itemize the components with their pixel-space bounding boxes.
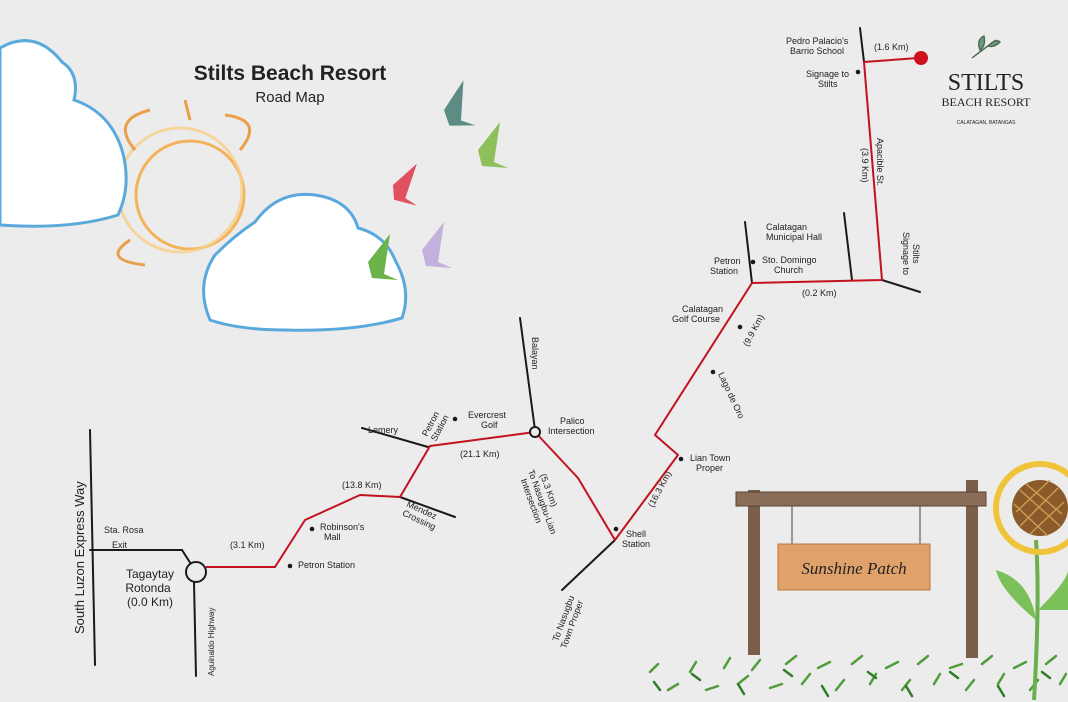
leaf-logo-icon — [971, 34, 1001, 59]
grass-icon — [648, 654, 1068, 698]
route-line — [206, 57, 919, 568]
logo-line1: STILTS — [948, 70, 1024, 96]
bird-icon — [441, 79, 476, 128]
label-signage-2: Signage toStilts — [901, 232, 921, 275]
logo-line3: CALATAGAN, BATANGAS — [957, 120, 1016, 126]
label-lago: Lago de Oro — [716, 371, 746, 421]
map-title: Stilts Beach Resort — [194, 62, 387, 85]
label-petron-2: PetronStation — [420, 408, 451, 442]
landmark-dots — [287, 69, 861, 569]
cloud-icon — [0, 39, 128, 228]
roads — [89, 27, 921, 677]
intersection-marker — [529, 426, 541, 438]
label-balayan: Balayan — [530, 337, 540, 370]
label-mendez: MendezCrossing — [401, 499, 442, 532]
sunflower-icon — [993, 461, 1068, 701]
label-13-8km: (13.8 Km) — [342, 480, 382, 490]
sign-text: Sunshine Patch — [801, 559, 906, 578]
label-5-3km: (5.3 Km)To Nasugbu-LianIntersection — [517, 465, 568, 539]
label-slex: South Luzon Express Way — [72, 481, 87, 634]
label-9-9km: (9.9 Km) — [741, 313, 766, 348]
label-3-9km: (3.9 Km) — [860, 148, 870, 183]
cloud-icon — [202, 192, 408, 332]
map-subtitle: Road Map — [255, 89, 324, 106]
label-aguinaldo: Aguinaldo Highway — [207, 608, 216, 677]
bird-icon — [422, 222, 452, 268]
bird-icon — [390, 160, 424, 206]
label-21-1km: (21.1 Km) — [460, 449, 500, 459]
label-3-1km: (3.1 Km) — [230, 540, 265, 550]
sign-post — [735, 480, 987, 658]
bird-icon — [478, 122, 508, 168]
roundabout-icon — [185, 561, 207, 583]
logo-line2: BEACH RESORT — [942, 95, 1032, 109]
label-apacible: Apacible St. — [875, 138, 885, 186]
label-petron-1: Petron Station — [298, 560, 355, 570]
destination-marker-icon — [914, 51, 928, 65]
label-16-3km: (16.3 Km) — [646, 469, 673, 509]
label-1-6km: (1.6 Km) — [874, 42, 909, 52]
label-lemery: Lemery — [368, 425, 399, 435]
label-nasugbu-proper: To NasugbuTown Proper — [549, 594, 586, 650]
label-0-2km: (0.2 Km) — [802, 288, 837, 298]
